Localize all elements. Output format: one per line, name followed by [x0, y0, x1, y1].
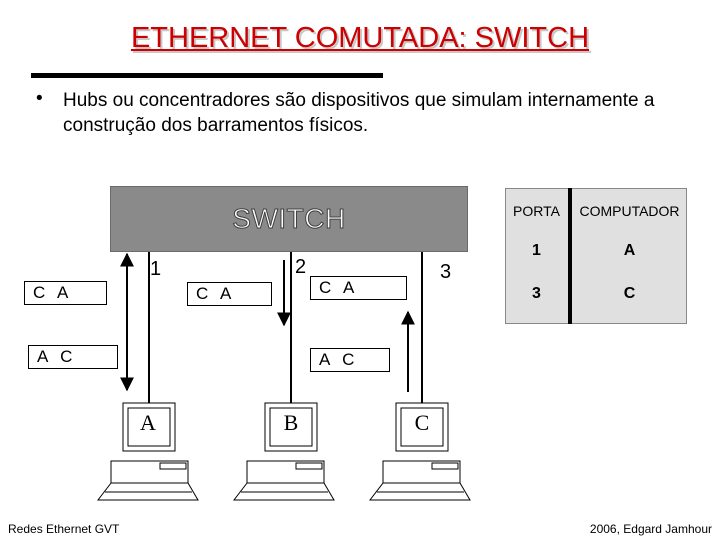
- frame-top-left: C A: [24, 281, 107, 305]
- table-cell-port: 3: [532, 285, 541, 302]
- switch-box: [110, 186, 468, 252]
- computer-b-icon: [232, 402, 335, 501]
- computer-a-icon: [96, 402, 199, 501]
- computer-c-label: C: [414, 410, 430, 435]
- frame-right-bottom: A C: [310, 348, 390, 372]
- computer-c-icon: [368, 402, 471, 501]
- footer-right: 2006, Edgard Jamhour: [589, 522, 712, 536]
- table-cell-port: 1: [532, 242, 541, 259]
- bullet-marker: •: [36, 88, 43, 109]
- bullet-text: Hubs ou concentradores são dispositivos …: [63, 90, 655, 136]
- table-cell-computer: C: [623, 285, 636, 302]
- frame-middle: C A: [187, 282, 272, 306]
- computer-a-label: A: [140, 410, 156, 435]
- table-header-computador: COMPUTADOR: [579, 203, 680, 219]
- table-cell-computer: A: [623, 242, 636, 259]
- port-table: [505, 188, 687, 324]
- port-3-label: 3: [440, 261, 452, 283]
- computer-b-label: B: [283, 410, 299, 435]
- table-column-divider: [568, 188, 572, 324]
- footer-left: Redes Ethernet GVT: [8, 522, 120, 536]
- port-1-label: 1: [150, 258, 162, 280]
- frame-right-top: C A: [310, 276, 407, 300]
- title-underline-bar: [31, 73, 383, 78]
- port-2-label: 2: [295, 256, 307, 278]
- switch-label: SWITCH: [232, 203, 346, 235]
- slide-title: ETHERNET COMUTADA: SWITCH: [130, 22, 590, 54]
- frame-bottom-left: A C: [28, 345, 118, 369]
- table-header-porta: PORTA: [513, 203, 560, 219]
